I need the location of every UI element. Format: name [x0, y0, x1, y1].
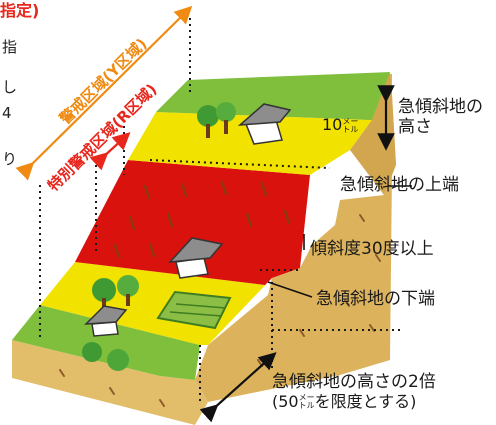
crop-field [156, 290, 232, 330]
double-height-arrow [199, 352, 277, 423]
house-top [237, 103, 292, 145]
top-edge-label: 急傾斜地の上端 [340, 175, 459, 195]
height-unit-bottom: トル [342, 124, 359, 134]
double-height-unit-top: メー [298, 393, 315, 403]
gradient-label: 傾斜度30度以上 [310, 239, 434, 259]
double-height-unit-bottom: トル [298, 401, 315, 411]
double-height-pre: (50 [272, 391, 299, 411]
slope-height-label: 急傾斜地の 高さ [398, 97, 483, 137]
header-fragment: 指定) [0, 1, 40, 20]
bottom-grass [12, 305, 200, 380]
slope-height-line1: 急傾斜地の [398, 97, 483, 117]
side-fragment-1: 指 [2, 38, 18, 56]
terrain-front-face [12, 340, 208, 425]
yellow-zone-arrow [15, 5, 193, 181]
side-fragment-3: し [2, 78, 18, 96]
side-fragment-5: り [2, 150, 18, 168]
house-bottom [84, 305, 128, 337]
bottom-edge-label: 急傾斜地の下端 [316, 289, 435, 309]
height-value-label: 10 メー トル [322, 115, 359, 134]
height-value: 10 [322, 115, 343, 134]
side-fragment-4: 4 [2, 104, 12, 122]
terrain-side-face [195, 74, 396, 402]
double-height-post: を限度とする) [314, 391, 417, 411]
trees [82, 102, 236, 371]
height-unit-top: メー [342, 116, 359, 126]
double-height-line1: 急傾斜地の高さの2倍 [272, 372, 436, 392]
slope-texture [113, 180, 291, 259]
double-height-line2: (50 メー トル を限度とする) [272, 391, 436, 411]
leader-lines [267, 185, 412, 298]
red-zone-arrow [89, 132, 131, 171]
double-height-label: 急傾斜地の高さの2倍 (50 メー トル を限度とする) [272, 372, 436, 411]
house-middle [168, 237, 224, 279]
slope-height-line2: 高さ [398, 116, 432, 137]
red-zone-slope [75, 160, 310, 285]
